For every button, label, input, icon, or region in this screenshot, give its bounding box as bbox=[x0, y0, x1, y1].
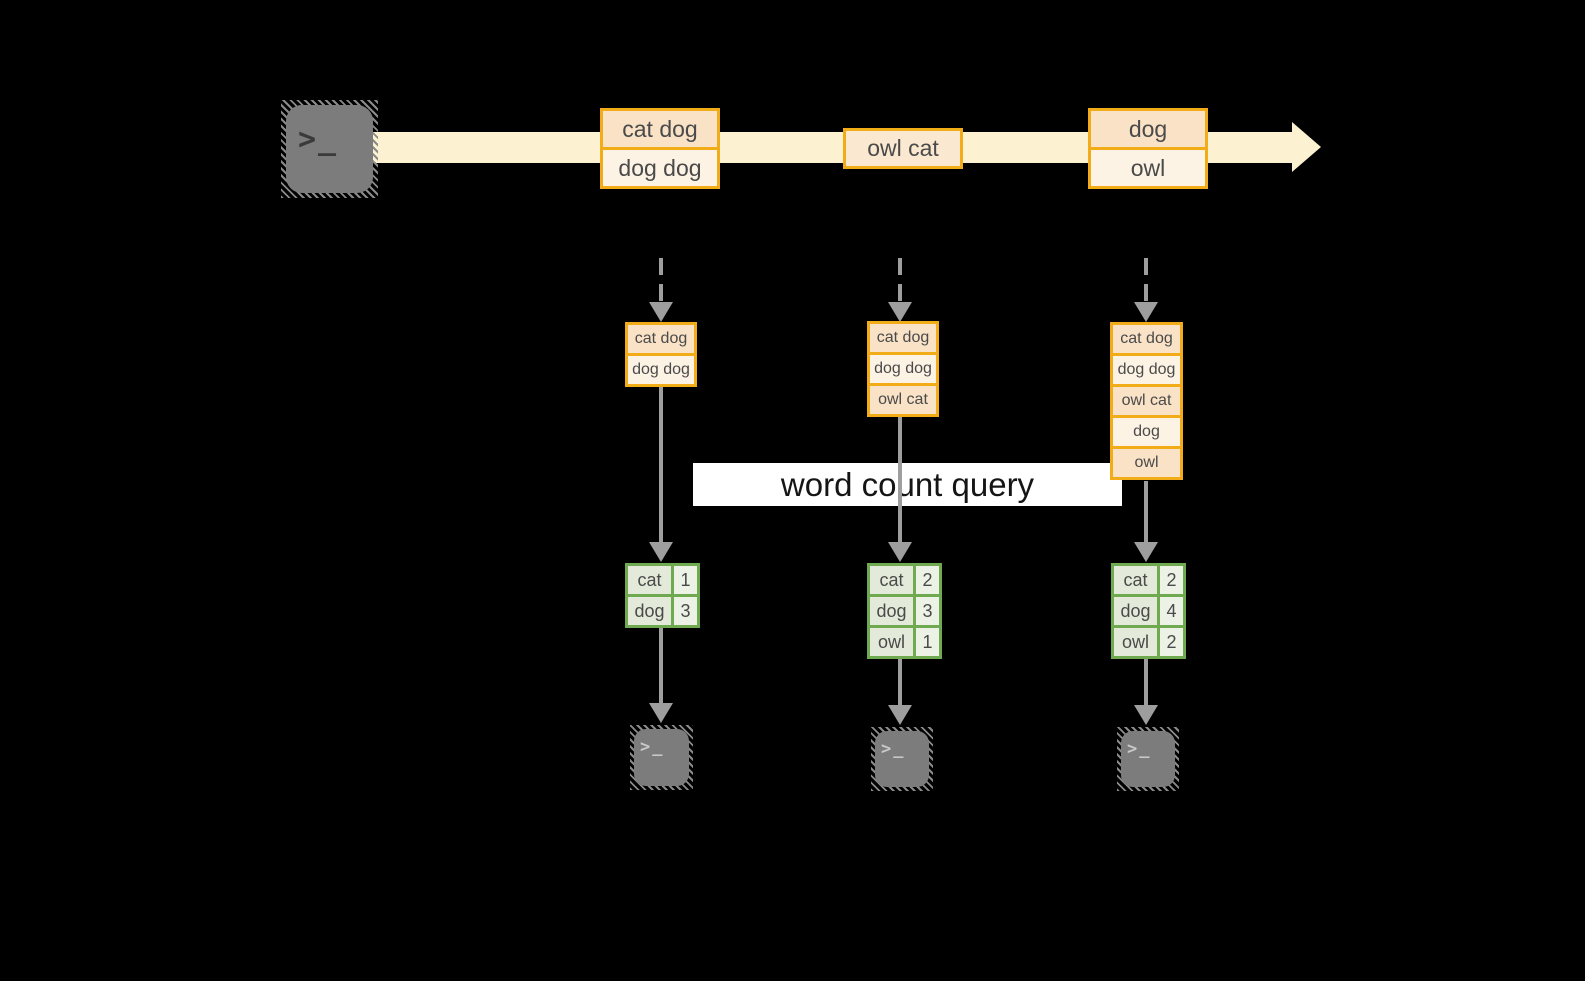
terminal-prompt-icon: >_ bbox=[298, 122, 339, 157]
terminal-screen bbox=[286, 105, 373, 193]
sink-arrow-1 bbox=[659, 628, 663, 703]
sink-arrow-3-head bbox=[1134, 705, 1158, 725]
dashed-arrow-3 bbox=[1144, 258, 1148, 302]
count-cell: 3 bbox=[916, 597, 939, 625]
buffer-stack-1: cat dog dog dog bbox=[625, 322, 697, 387]
table-row: owl 2 bbox=[1114, 628, 1183, 656]
batch-line: dog bbox=[1091, 111, 1205, 147]
count-cell: 2 bbox=[1160, 566, 1183, 594]
table-row: dog 3 bbox=[870, 597, 939, 625]
stream-batch-2: owl cat bbox=[843, 128, 963, 169]
table-row: cat 2 bbox=[1114, 566, 1183, 594]
buffer-line: owl bbox=[1113, 449, 1180, 477]
stream-batch-3: dog owl bbox=[1088, 108, 1208, 189]
terminal-screen bbox=[634, 729, 689, 786]
count-cell: 1 bbox=[674, 566, 697, 594]
query-label: word count query bbox=[693, 463, 1122, 506]
query-arrow-2-head bbox=[888, 542, 912, 562]
word-cell: cat bbox=[1114, 566, 1157, 594]
buffer-line: cat dog bbox=[1113, 325, 1180, 353]
dashed-arrow-3-head bbox=[1134, 302, 1158, 322]
count-cell: 4 bbox=[1160, 597, 1183, 625]
batch-line: cat dog bbox=[603, 111, 717, 147]
terminal-prompt-icon: >_ bbox=[1127, 739, 1152, 759]
query-arrow-3-head bbox=[1134, 542, 1158, 562]
buffer-line: cat dog bbox=[870, 324, 936, 352]
buffer-line: owl cat bbox=[870, 386, 936, 414]
batch-line: owl cat bbox=[846, 131, 960, 166]
count-table-3: cat 2 dog 4 owl 2 bbox=[1111, 563, 1186, 659]
dashed-arrow-2-head bbox=[888, 302, 912, 322]
terminal-screen bbox=[1121, 731, 1175, 787]
query-arrow-2 bbox=[898, 417, 902, 542]
dashed-arrow-1 bbox=[659, 258, 663, 302]
table-row: owl 1 bbox=[870, 628, 939, 656]
count-cell: 2 bbox=[1160, 628, 1183, 656]
word-cell: owl bbox=[870, 628, 913, 656]
stream-arrow-head bbox=[1292, 122, 1321, 172]
buffer-line: dog dog bbox=[870, 355, 936, 383]
count-table-1: cat 1 dog 3 bbox=[625, 563, 700, 628]
table-row: dog 4 bbox=[1114, 597, 1183, 625]
table-row: dog 3 bbox=[628, 597, 697, 625]
buffer-stack-2: cat dog dog dog owl cat bbox=[867, 321, 939, 417]
sink-arrow-3 bbox=[1144, 659, 1148, 705]
query-arrow-1-head bbox=[649, 542, 673, 562]
query-arrow-1 bbox=[659, 387, 663, 542]
terminal-screen bbox=[875, 731, 929, 787]
count-cell: 3 bbox=[674, 597, 697, 625]
sink-arrow-2-head bbox=[888, 705, 912, 725]
dashed-arrow-1-head bbox=[649, 302, 673, 322]
table-row: cat 2 bbox=[870, 566, 939, 594]
sink-arrow-1-head bbox=[649, 703, 673, 723]
buffer-line: cat dog bbox=[628, 325, 694, 353]
sink-terminal-icon-3: >_ bbox=[1117, 727, 1179, 791]
count-table-2: cat 2 dog 3 owl 1 bbox=[867, 563, 942, 659]
sink-terminal-icon-1: >_ bbox=[630, 725, 693, 790]
terminal-prompt-icon: >_ bbox=[640, 737, 665, 757]
buffer-line: dog dog bbox=[1113, 356, 1180, 384]
buffer-stack-3: cat dog dog dog owl cat dog owl bbox=[1110, 322, 1183, 480]
buffer-line: owl cat bbox=[1113, 387, 1180, 415]
buffer-line: dog dog bbox=[628, 356, 694, 384]
word-cell: dog bbox=[628, 597, 671, 625]
batch-line: dog dog bbox=[603, 150, 717, 186]
batch-line: owl bbox=[1091, 150, 1205, 186]
sink-arrow-2 bbox=[898, 659, 902, 705]
dashed-arrow-2 bbox=[898, 258, 902, 302]
terminal-prompt-icon: >_ bbox=[881, 739, 906, 759]
word-cell: cat bbox=[628, 566, 671, 594]
word-cell: dog bbox=[870, 597, 913, 625]
source-terminal-icon: >_ bbox=[281, 100, 378, 198]
word-cell: cat bbox=[870, 566, 913, 594]
stream-batch-1: cat dog dog dog bbox=[600, 108, 720, 189]
count-cell: 1 bbox=[916, 628, 939, 656]
word-cell: dog bbox=[1114, 597, 1157, 625]
word-cell: owl bbox=[1114, 628, 1157, 656]
query-arrow-3 bbox=[1144, 481, 1148, 542]
count-cell: 2 bbox=[916, 566, 939, 594]
buffer-line: dog bbox=[1113, 418, 1180, 446]
table-row: cat 1 bbox=[628, 566, 697, 594]
sink-terminal-icon-2: >_ bbox=[871, 727, 933, 791]
